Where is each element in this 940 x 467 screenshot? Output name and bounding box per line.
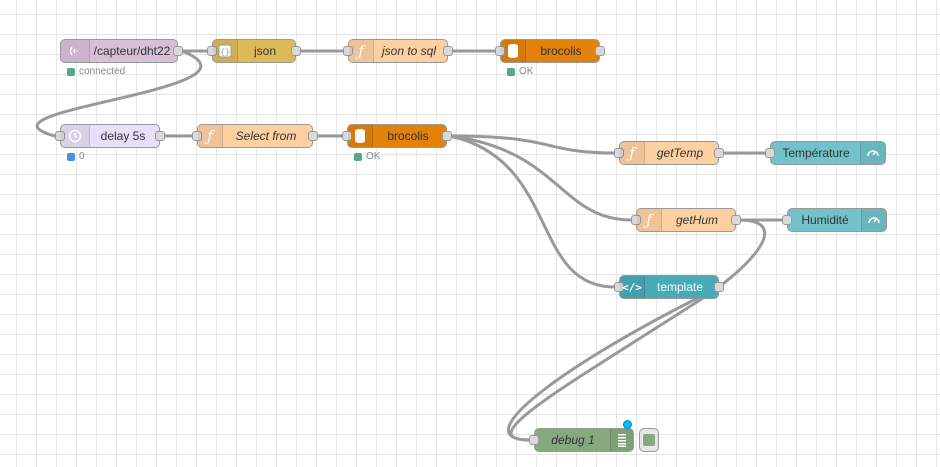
- input-port[interactable]: [614, 148, 624, 158]
- node-label: debug 1: [551, 433, 595, 447]
- wifi-icon: [61, 40, 90, 62]
- database-icon: [501, 40, 526, 62]
- node-label: brocolis: [387, 129, 429, 143]
- output-port[interactable]: [291, 46, 301, 56]
- status-text: OK: [519, 66, 534, 77]
- input-port[interactable]: [529, 435, 539, 445]
- node-label: Température: [782, 146, 850, 160]
- list-icon: [610, 429, 633, 451]
- function-node-select-from[interactable]: ƒ Select from: [192, 124, 318, 148]
- node-label: delay 5s: [100, 129, 146, 143]
- wire-gethum-debug: [509, 218, 767, 442]
- node-label: template: [656, 280, 704, 294]
- wire-mysql2-template: [448, 134, 617, 289]
- function-node-json-to-sql[interactable]: ƒ json to sql: [343, 39, 453, 63]
- input-port[interactable]: [192, 131, 202, 141]
- template-node[interactable]: </> template: [614, 275, 724, 299]
- output-port[interactable]: [714, 148, 724, 158]
- node-label: getHum: [675, 213, 719, 227]
- output-port[interactable]: [595, 46, 605, 56]
- status-text: 0: [79, 151, 85, 162]
- wire-mysql2-gethum: [448, 134, 634, 222]
- node-label: getTemp: [656, 146, 704, 160]
- status-text: connected: [79, 66, 126, 77]
- mysql-node-brocolis-2[interactable]: brocolis OK: [342, 124, 452, 162]
- status-dot: [67, 152, 75, 161]
- timer-icon: [61, 125, 90, 147]
- mysql-node-brocolis[interactable]: brocolis OK: [495, 39, 605, 77]
- node-status: OK: [507, 66, 533, 77]
- status-dot: [354, 152, 362, 161]
- input-port[interactable]: [343, 46, 353, 56]
- gauge-icon: [861, 209, 886, 231]
- braces-icon: {}: [213, 40, 238, 62]
- input-port[interactable]: [631, 215, 641, 225]
- svg-text:{}: {}: [220, 49, 230, 58]
- status-text: OK: [366, 151, 381, 162]
- delay-node[interactable]: delay 5s 0: [55, 124, 165, 162]
- debug-toggle-button[interactable]: [639, 428, 659, 452]
- debug-toggle-indicator: [643, 434, 655, 446]
- node-status: OK: [354, 151, 380, 162]
- output-port[interactable]: [714, 282, 724, 292]
- output-port[interactable]: [308, 131, 318, 141]
- wire-template-debug: [506, 285, 722, 442]
- node-label: /capteur/dht22: [93, 44, 171, 58]
- function-icon: ƒ: [637, 209, 662, 231]
- output-port[interactable]: [443, 46, 453, 56]
- node-label: json to sql: [381, 44, 437, 58]
- node-label: Humidité: [801, 213, 849, 227]
- input-port[interactable]: [495, 46, 505, 56]
- output-port[interactable]: [442, 131, 452, 141]
- input-port[interactable]: [342, 131, 352, 141]
- database-icon: [348, 125, 373, 147]
- function-node-gethum[interactable]: ƒ getHum: [631, 208, 741, 232]
- output-port[interactable]: [155, 131, 165, 141]
- status-dot: [507, 67, 515, 76]
- function-icon: ƒ: [349, 40, 374, 62]
- input-port[interactable]: [765, 148, 775, 158]
- function-icon: ƒ: [620, 142, 645, 164]
- output-port[interactable]: [731, 215, 741, 225]
- wire-mysql2-gettemp: [448, 134, 617, 155]
- output-port[interactable]: [173, 46, 183, 56]
- node-status: 0: [67, 151, 85, 162]
- node-status: connected: [67, 66, 125, 77]
- gauge-node-humidite[interactable]: Humidité: [782, 208, 887, 232]
- code-icon: </>: [620, 276, 645, 298]
- input-port[interactable]: [614, 282, 624, 292]
- function-node-gettemp[interactable]: ƒ getTemp: [614, 141, 724, 165]
- input-port[interactable]: [207, 46, 217, 56]
- debug-node[interactable]: debug 1: [529, 420, 659, 452]
- json-node[interactable]: {} json: [207, 39, 301, 63]
- status-dot: [67, 67, 75, 76]
- mqtt-in-node[interactable]: /capteur/dht22 connected: [60, 39, 183, 77]
- node-label: json: [253, 44, 276, 58]
- function-icon: ƒ: [198, 125, 223, 147]
- gauge-node-temperature[interactable]: Température: [765, 141, 886, 165]
- node-label: brocolis: [540, 44, 582, 58]
- changed-indicator: [623, 420, 632, 429]
- input-port[interactable]: [782, 215, 792, 225]
- input-port[interactable]: [55, 131, 65, 141]
- node-label: Select from: [235, 129, 297, 143]
- gauge-icon: [860, 142, 885, 164]
